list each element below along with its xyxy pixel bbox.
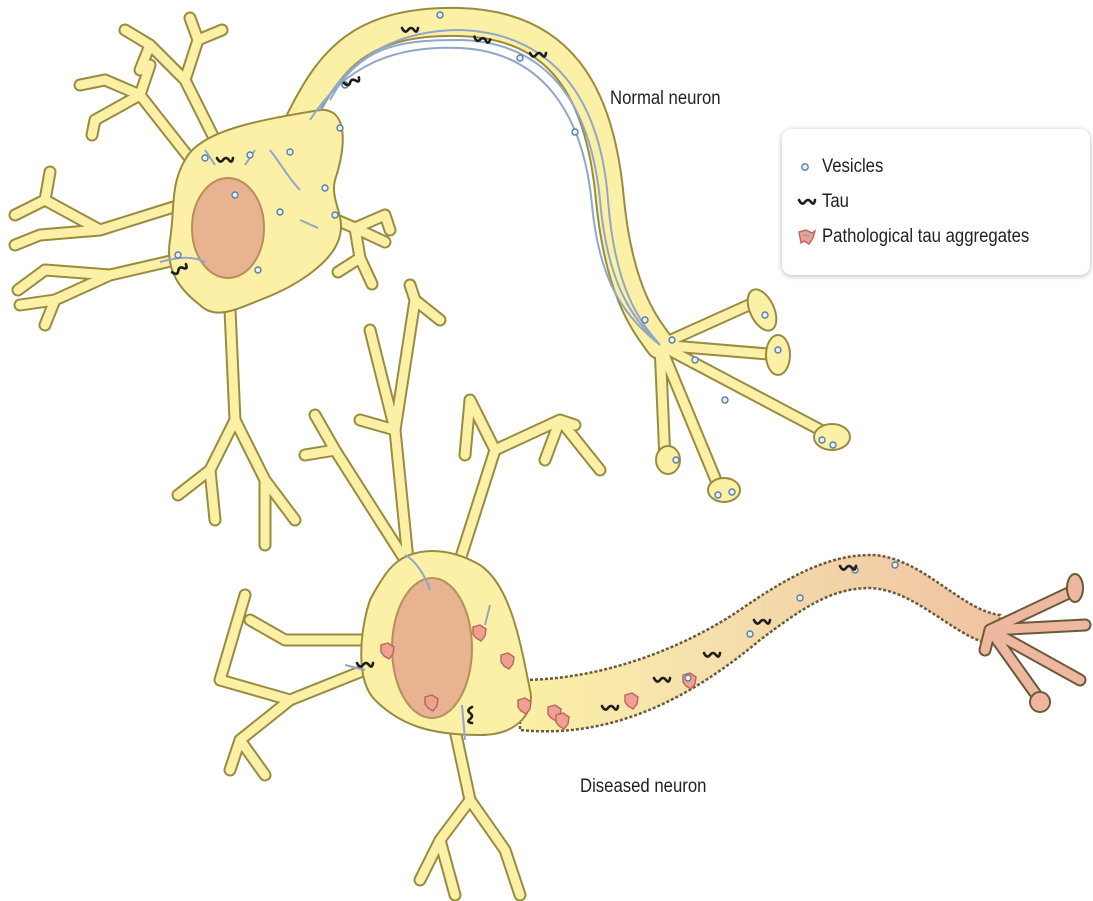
legend-item-aggregates: Pathological tau aggregates: [796, 219, 1090, 254]
vesicle: [287, 149, 293, 155]
diseased-neuron-label: Diseased neuron: [580, 776, 706, 798]
legend: Vesicles Tau Pathological tau aggregates: [782, 129, 1090, 275]
normal-nucleus: [192, 178, 264, 278]
legend-label: Pathological tau aggregates: [822, 226, 1029, 248]
vesicle: [819, 437, 825, 443]
vesicle: [322, 185, 328, 191]
diseased-terminals: [985, 590, 1085, 700]
normal-neuron: [15, 12, 850, 545]
vesicle: [729, 489, 735, 495]
vesicle: [332, 212, 338, 218]
legend-label: Tau: [822, 191, 849, 213]
legend-item-vesicles: Vesicles: [796, 149, 1090, 184]
vesicle: [642, 317, 648, 323]
tau-aggregate-icon: [796, 226, 822, 248]
vesicle: [797, 595, 803, 601]
vesicle: [673, 457, 679, 463]
vesicle: [255, 267, 261, 273]
vesicle: [892, 562, 898, 568]
vesicle: [775, 347, 781, 353]
vesicle: [247, 152, 253, 158]
vesicle: [747, 631, 753, 637]
legend-label: Vesicles: [822, 156, 883, 178]
vesicle: [685, 675, 691, 681]
vesicle: [762, 312, 768, 318]
vesicle: [232, 192, 238, 198]
vesicle: [175, 252, 181, 258]
normal-neuron-label: Normal neuron: [610, 88, 721, 110]
vesicle: [669, 337, 675, 343]
diseased-neuron: [220, 285, 1085, 895]
vesicle: [692, 357, 698, 363]
legend-item-tau: Tau: [796, 184, 1090, 219]
vesicle: [277, 209, 283, 215]
vesicle: [715, 492, 721, 498]
vesicle: [722, 397, 728, 403]
vesicle: [572, 129, 578, 135]
vesicle: [517, 55, 523, 61]
vesicle: [830, 442, 836, 448]
vesicle: [337, 125, 343, 131]
vesicle: [202, 155, 208, 161]
vesicle: [437, 12, 443, 18]
vesicle-icon: [796, 156, 822, 178]
diseased-axon: [520, 555, 1000, 731]
tau-icon: [796, 191, 822, 213]
